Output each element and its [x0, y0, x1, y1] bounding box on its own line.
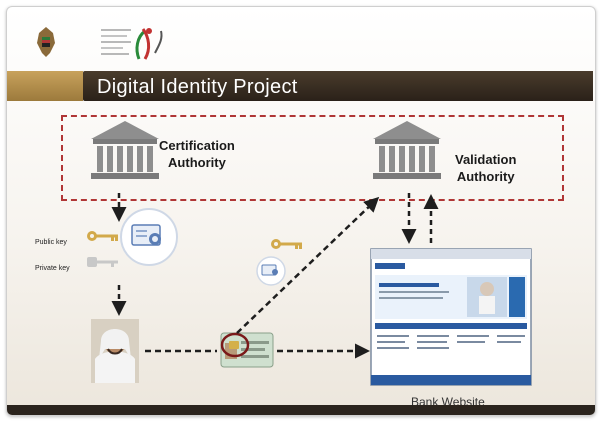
validation-line2: Authority	[456, 169, 515, 184]
validation-authority-label: Validation Authority	[455, 151, 516, 185]
certificate-icon	[120, 208, 178, 266]
validation-authority-building-icon	[373, 121, 441, 179]
private-key-icon	[87, 257, 118, 267]
arrow-card-to-validation	[236, 196, 380, 334]
certification-authority-label: Certification Authority	[159, 137, 235, 171]
public-key-small-icon	[271, 239, 302, 249]
bank-website-screenshot	[370, 248, 532, 386]
validation-line1: Validation	[455, 152, 517, 167]
slide: Digital Identity Project Certification A…	[6, 6, 596, 416]
private-key-label: Private key	[35, 265, 70, 272]
title-accent-bar	[7, 71, 83, 101]
uae-emblem-icon	[37, 27, 55, 57]
authority-container	[61, 115, 564, 201]
certificate-small-icon	[256, 256, 286, 286]
emirates-id-logo	[101, 28, 163, 60]
diagram-canvas	[87, 121, 532, 386]
slide-title: Digital Identity Project	[97, 76, 298, 98]
citizen-photo	[91, 319, 139, 383]
public-key-icon	[87, 231, 118, 241]
emirates-id-card-icon	[220, 332, 274, 368]
certification-line2: Authority	[168, 155, 226, 170]
footer-bar	[7, 405, 595, 415]
certification-line1: Certification	[159, 138, 235, 153]
certification-authority-building-icon	[91, 121, 159, 179]
title-band	[83, 71, 593, 101]
public-key-label: Public key	[35, 239, 67, 246]
